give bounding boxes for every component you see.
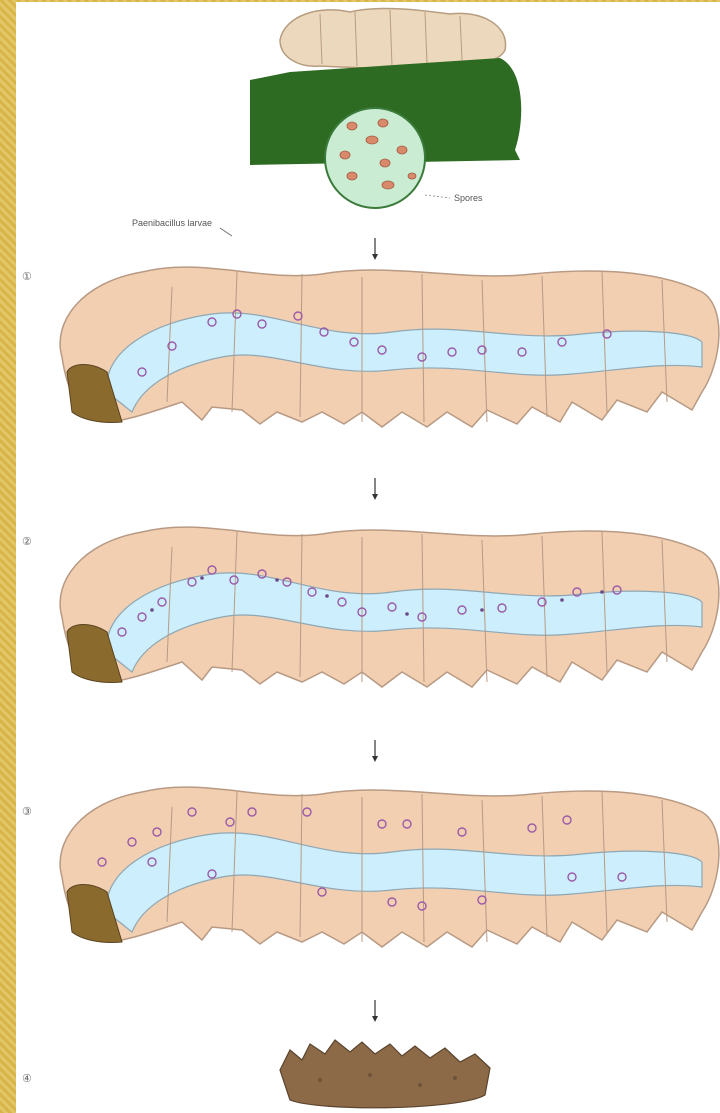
arrow-down-icon [372, 478, 378, 500]
stage-1-number: ① [22, 271, 32, 283]
arrow-down-icon [372, 1000, 378, 1022]
arrow-down-icon [372, 740, 378, 762]
spore-magnified-circle [325, 108, 425, 208]
stage-4-number: ④ [22, 1073, 32, 1085]
dead-larva-stage-4 [280, 1040, 490, 1108]
arrow-down-icon [372, 238, 378, 260]
spore-label: Spores [454, 193, 483, 203]
species-label: Paenibacillus larvae [132, 218, 212, 228]
stage-2-number: ② [22, 536, 32, 548]
feeding-larva [280, 8, 506, 68]
larva-stage-3 [60, 787, 719, 947]
larva-stage-2 [60, 527, 719, 687]
larva-stage-1 [60, 267, 719, 427]
leaf-with-larva: Spores Paenibacillus larvae [132, 8, 521, 236]
stage-3-number: ③ [22, 806, 32, 818]
